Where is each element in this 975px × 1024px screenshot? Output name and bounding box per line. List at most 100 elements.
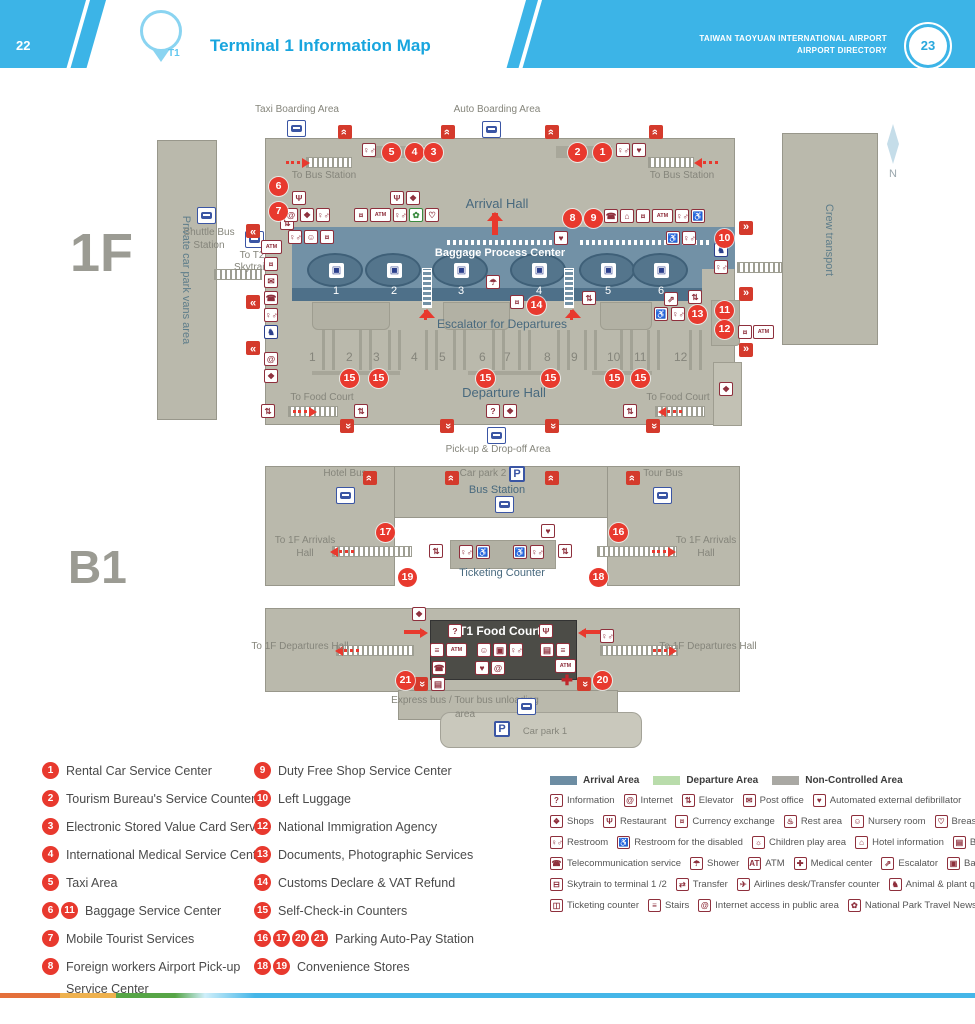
label-crew-transport: Crew transport — [823, 203, 835, 277]
restroom-icon: ♀♂ — [288, 230, 302, 244]
children-play-area-icon: ☼Children play area — [751, 836, 846, 849]
label-baggage-center: Baggage Process Center — [434, 247, 566, 259]
services-list-col2: 9 Duty Free Shop Service Center 10 Left … — [254, 762, 474, 986]
service-item: 1 Rental Car Service Center — [42, 762, 271, 785]
service-number-badge: 12 — [254, 818, 271, 835]
service-number-badge: 21 — [311, 930, 328, 947]
atm-icon: ATM — [446, 643, 467, 657]
service-item: 9 Duty Free Shop Service Center — [254, 762, 474, 785]
checkin-desk — [557, 330, 570, 370]
car-park-1-area — [440, 712, 642, 748]
parking-icon: P — [494, 721, 510, 737]
restroom-icon: ♀♂ — [509, 643, 523, 657]
label-auto-boarding: Auto Boarding Area — [453, 104, 541, 115]
shops-icon: ❖ — [300, 208, 314, 222]
direction-arrow — [293, 407, 317, 417]
restroom-icon: ♀♂ — [316, 208, 330, 222]
direction-chevron-icon: » — [739, 221, 753, 235]
map-marker: 15 — [369, 369, 388, 388]
checkin-row-number: 6 — [479, 350, 486, 364]
compass-icon — [887, 124, 899, 164]
map-marker: 7 — [269, 202, 288, 221]
ticketing-counter-icon: ◫Ticketing counter — [550, 899, 639, 912]
baggage-claim-icon: ▣ — [532, 263, 547, 278]
airlines-desk-icon: ✈Airlines desk/Transfer counter — [736, 878, 880, 891]
currency-exchange-icon: ¤ — [510, 295, 524, 309]
checkin-row-number: 10 — [607, 350, 621, 364]
nursery-room-icon: ☺Nursery room — [851, 815, 926, 828]
service-item: 4 International Medical Service Center — [42, 846, 271, 869]
directory-label: AIRPORT DIRECTORY — [797, 46, 887, 55]
hotel-information-icon: ⌂Hotel information — [855, 836, 944, 849]
baggage-carousel: ▣ 1 — [307, 253, 363, 297]
skytrain-walkway — [214, 269, 262, 280]
b1-right-wing — [607, 466, 740, 586]
direction-chevron-icon: » — [739, 287, 753, 301]
info-icon: ? — [448, 624, 462, 638]
hotel-bus-icon — [336, 487, 355, 504]
atm-icon: ATMATM — [748, 857, 785, 870]
nursery-icon: ☺ — [477, 643, 491, 657]
baggage-carousel: ▣ 2 — [365, 253, 421, 297]
service-item: 14 Customs Declare & VAT Refund — [254, 874, 474, 897]
label-to-bus-left: To Bus Station — [291, 170, 357, 181]
label-hotel-bus: Hotel Bus — [323, 468, 367, 479]
atm-icon: ATM — [555, 659, 576, 673]
stairs-strip — [422, 268, 432, 308]
post-office-icon: ✉Post office — [742, 794, 804, 807]
shower-icon: ☂ — [486, 275, 500, 289]
walkway-departures-right — [600, 645, 678, 656]
service-number-badge: 13 — [254, 846, 271, 863]
arrival-up-arrow — [487, 212, 503, 235]
service-number-badge: 14 — [254, 874, 271, 891]
direction-chevron-icon: » — [246, 224, 260, 238]
direction-chevron-icon: » — [646, 419, 660, 433]
service-number-badge: 3 — [42, 818, 59, 835]
checkin-row-number: 7 — [504, 350, 511, 364]
carousel-number: 4 — [536, 285, 543, 297]
map-marker: 1 — [593, 143, 612, 162]
footer-stripe — [0, 993, 975, 998]
elevator-icon: ⇅Elevator — [681, 794, 734, 807]
walkway-dots — [580, 240, 710, 245]
label-food-court-left: To Food Court — [290, 392, 354, 403]
baggage-claim-icon: ▣ — [601, 263, 616, 278]
page-number-left: 22 — [16, 38, 31, 53]
restroom-icon: ♀♂ — [264, 308, 278, 322]
restroom-icon: ♀♂ — [714, 260, 728, 274]
map-marker: 2 — [568, 143, 587, 162]
map-marker: 13 — [688, 305, 707, 324]
service-label: Rental Car Service Center — [66, 764, 212, 778]
private-carpark-building — [157, 140, 217, 420]
page-title: Terminal 1 Information Map — [210, 36, 431, 55]
breastfeeding-room-icon: ♡Breastfeeding room — [934, 815, 975, 828]
page-header: 22 T1 Terminal 1 Information Map TAIWAN … — [0, 0, 975, 68]
nursery-icon: ☺ — [304, 230, 318, 244]
direction-chevron-icon: » — [577, 677, 591, 691]
service-label: Customs Declare & VAT Refund — [278, 876, 456, 890]
crew-walkway — [737, 262, 782, 273]
baggage-carousel: ▣ 5 — [579, 253, 635, 297]
service-label-line2: Service Center — [66, 982, 149, 996]
checkin-row-number: 5 — [439, 350, 446, 364]
elevator-icon: ⇅ — [261, 404, 275, 418]
checkin-row-number: 1 — [309, 350, 316, 364]
pickup-car-icon — [487, 427, 506, 444]
shops-icon: ❖ — [412, 607, 426, 621]
elevator-icon: ⇅ — [558, 544, 572, 558]
medical-center-icon: ✚Medical center — [793, 857, 872, 870]
label-escalator-departures: Escalator for Departures — [436, 317, 568, 331]
disabled-icon: ♿ — [513, 545, 527, 559]
currency-exchange-icon: ¤ — [264, 257, 278, 271]
direction-chevron-icon: » — [441, 125, 455, 139]
label-to-bus-right: To Bus Station — [649, 170, 715, 181]
area-label: Arrival Area — [583, 775, 640, 786]
b1-left-wing — [265, 466, 395, 586]
post-office-icon: ✉ — [264, 274, 278, 288]
restroom-icon: ♀♂Restroom — [550, 836, 609, 849]
service-number-badge: 20 — [292, 930, 309, 947]
baggage-carousel: ▣ 4 — [510, 253, 566, 297]
